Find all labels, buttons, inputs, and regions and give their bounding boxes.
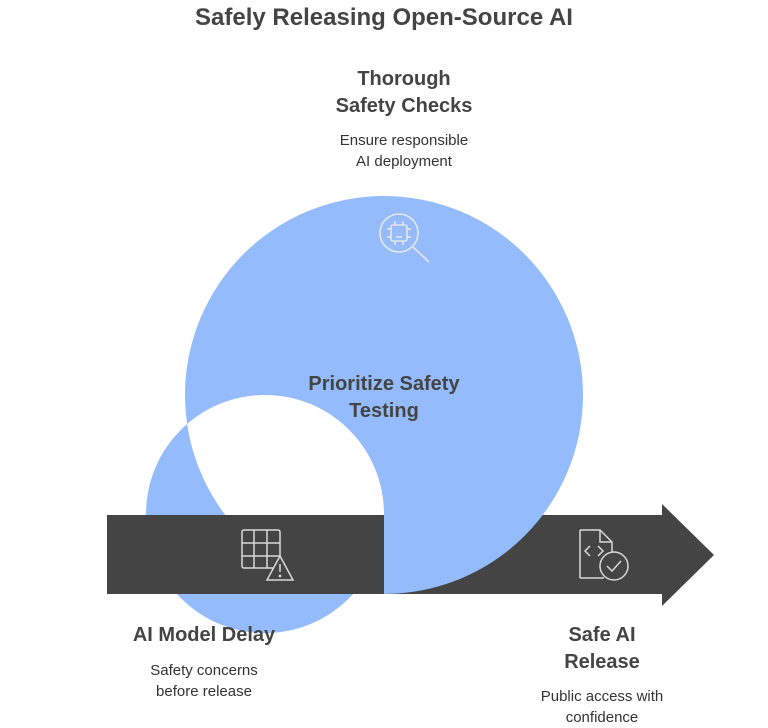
right-desc-line2: confidence [565,709,639,726]
arrow-tail-overlay [107,515,384,594]
top-heading: Thorough Safety Checks [284,66,524,120]
center-line2: Testing [349,400,419,422]
right-desc-line1: Public access with [540,688,664,705]
code-file-check-icon [579,529,629,581]
right-heading: Safe AI Release [502,622,702,676]
center-line1: Prioritize Safety [308,373,460,395]
ring-segment [146,196,583,633]
top-desc-line2: AI deployment [356,153,452,170]
top-heading-line1: Thorough [357,68,451,90]
right-heading-line2: Release [564,651,640,673]
left-description: Safety concerns before release [104,660,304,702]
right-description: Public access with confidence [502,686,702,728]
top-description: Ensure responsible AI deployment [284,130,524,172]
left-heading: AI Model Delay [132,624,276,646]
top-heading-line2: Safety Checks [335,95,473,117]
left-desc-line1: Safety concerns [150,662,258,679]
right-heading-line1: Safe AI [568,624,636,646]
center-label: Prioritize Safety Testing [264,371,504,425]
chip-inspect-icon [379,213,430,263]
left-desc-line2: before release [156,683,252,700]
diagram-title: Safely Releasing Open-Source AI [195,4,573,31]
top-desc-line1: Ensure responsible [339,132,469,149]
grid-warning-icon [241,529,295,581]
